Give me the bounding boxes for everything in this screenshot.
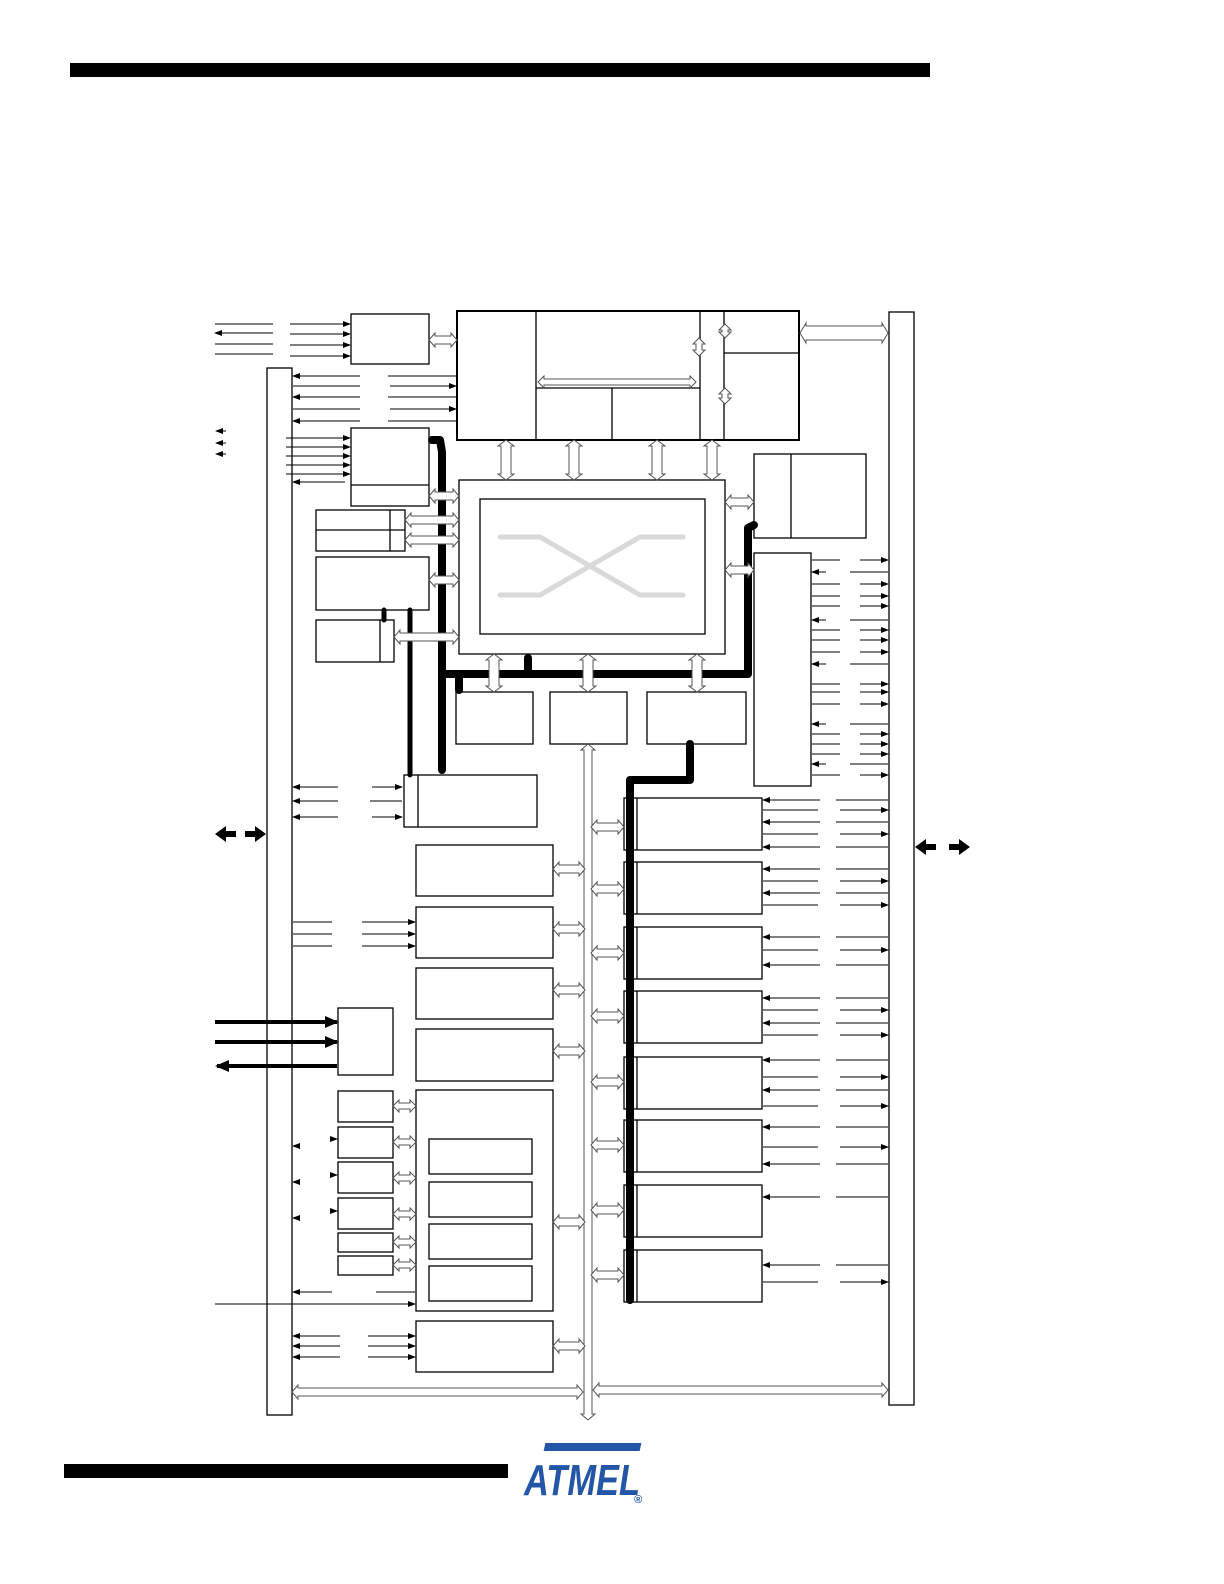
- peripheral-left-5-sub2: [428, 1181, 533, 1218]
- left-block-4: [315, 619, 395, 663]
- right-external-io-arrow: [915, 839, 936, 855]
- small-block-5: [337, 1232, 394, 1253]
- small-block-6: [337, 1255, 394, 1276]
- peripheral-bus-arrow: [552, 1213, 586, 1231]
- small-bus-arrow: [392, 1257, 417, 1273]
- thick-bus-horizontal: [442, 521, 758, 678]
- peripheral-right-2: [623, 861, 763, 915]
- crossbar-trace: [497, 534, 686, 598]
- peripheral-left-6: [415, 1320, 554, 1373]
- small-bus-arrow: [392, 1206, 417, 1222]
- matrix-bus-arrow: [724, 493, 755, 511]
- top-left-block: [350, 313, 430, 365]
- peripheral-bus-arrow: [552, 920, 586, 938]
- footer-rule: [64, 1464, 508, 1478]
- peripheral-left-1: [415, 844, 554, 897]
- peripheral-right-3: [623, 926, 763, 980]
- small-block-1: [337, 1090, 394, 1123]
- osc-block: [337, 1007, 394, 1076]
- left-io-bus: [266, 367, 293, 1416]
- peripheral-right-4: [623, 990, 763, 1044]
- left-external-io-arrow: [245, 826, 266, 842]
- peripheral-bus-arrow: [552, 1042, 586, 1060]
- peripheral-bus-arrow: [590, 1073, 625, 1091]
- cpu-internal-arrow: [537, 374, 697, 390]
- peripheral-right-5: [623, 1056, 763, 1110]
- logo-registered: ®: [634, 1494, 643, 1506]
- peripheral-bus-arrow: [590, 944, 625, 962]
- peripheral-bus-arrow: [590, 880, 625, 898]
- peripheral-bus-arrow: [552, 1337, 586, 1355]
- mem-block-3: [646, 691, 747, 745]
- matrix-bus-arrow: [496, 439, 516, 481]
- small-bus-arrow: [392, 1234, 417, 1250]
- cpu-core-block: [456, 310, 800, 441]
- matrix-bus-arrow: [404, 511, 460, 529]
- small-bus-arrow: [392, 1134, 417, 1150]
- peripheral-bus-arrow: [552, 860, 586, 878]
- matrix-bus-arrow: [428, 571, 460, 589]
- matrix-bus-arrow: [393, 628, 460, 646]
- matrix-bus-arrow: [702, 439, 722, 481]
- left-block-1: [350, 427, 430, 507]
- bus-arrow: [428, 331, 458, 349]
- mem-block-1: [455, 691, 534, 745]
- peripheral-left-4: [415, 1028, 554, 1082]
- peripheral-bus: [579, 743, 597, 1421]
- matrix-bus-arrow: [564, 439, 584, 481]
- peripheral-bus-arrow: [590, 1136, 625, 1154]
- peripheral-left-3: [415, 967, 554, 1020]
- left-external-io-arrow: [215, 826, 236, 842]
- cpu-internal-arrow: [691, 337, 707, 357]
- peripheral-bus-right: [592, 1381, 889, 1399]
- peripheral-left-2: [415, 906, 554, 959]
- peripheral-bus-arrow: [590, 1201, 625, 1219]
- small-bus-arrow: [392, 1098, 417, 1114]
- atmel-logo-icon: ATMEL ®: [523, 1443, 643, 1506]
- small-block-3: [337, 1161, 394, 1194]
- peripheral-right-8: [623, 1249, 763, 1303]
- peripheral-bus-arrow: [590, 1266, 625, 1284]
- mem-block-2: [549, 691, 628, 745]
- peripheral-right-1: [623, 797, 763, 851]
- peripheral-left-5-sub1: [428, 1138, 533, 1175]
- matrix-bus-arrow: [724, 561, 755, 579]
- small-block-4: [337, 1197, 394, 1230]
- memory-bus-arrow: [578, 653, 598, 693]
- header-rule: [70, 63, 930, 77]
- logo-text: ATMEL: [523, 1456, 640, 1505]
- peripheral-right-6: [623, 1119, 763, 1173]
- left-block-3: [315, 556, 430, 611]
- small-bus-arrow: [392, 1170, 417, 1186]
- memory-bus-arrow: [484, 653, 504, 693]
- peripheral-left-5-sub4: [428, 1265, 533, 1302]
- cpu-internal-arrow: [717, 387, 733, 405]
- small-block-2: [337, 1126, 394, 1159]
- dma-block: [403, 774, 538, 828]
- memory-bus-arrow: [687, 653, 707, 693]
- thick-bus-right-drop: [626, 740, 694, 1304]
- matrix-bus-arrow: [428, 487, 460, 505]
- peripheral-bus-left: [291, 1383, 584, 1401]
- matrix-bus-arrow: [647, 439, 667, 481]
- peripheral-left-5-sub3: [428, 1223, 533, 1260]
- peripheral-right-7: [623, 1184, 763, 1238]
- right-top-block: [753, 453, 867, 539]
- cpu-internal-arrow: [717, 323, 733, 339]
- right-io-block: [753, 552, 812, 787]
- system-bus-arrow: [799, 321, 889, 345]
- logo-top-bar: [543, 1443, 642, 1451]
- thick-bus-main: [428, 436, 446, 774]
- matrix-bus-arrow: [404, 531, 460, 549]
- peripheral-bus-arrow: [590, 1007, 625, 1025]
- peripheral-bus-arrow: [590, 818, 625, 836]
- right-io-bus: [888, 311, 915, 1406]
- peripheral-bus-arrow: [552, 981, 586, 999]
- right-external-io-arrow: [949, 839, 970, 855]
